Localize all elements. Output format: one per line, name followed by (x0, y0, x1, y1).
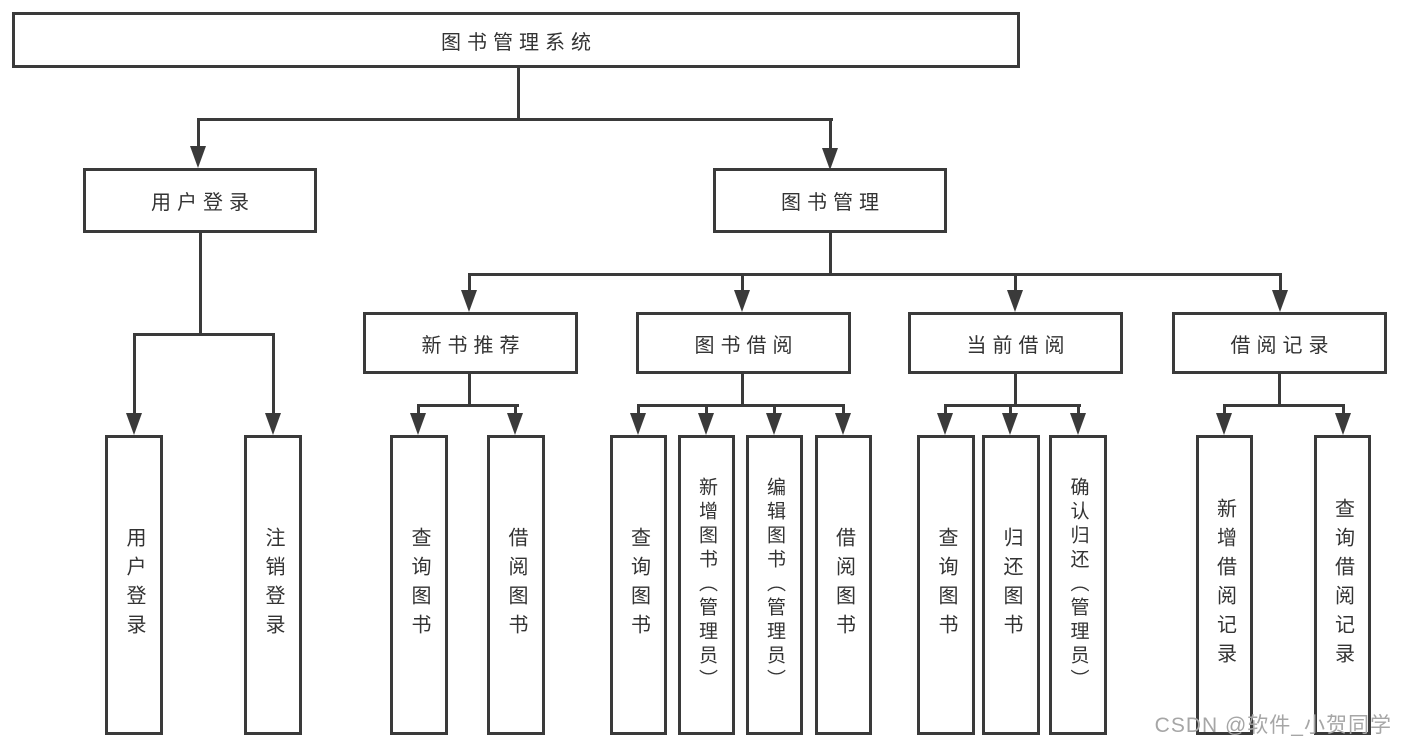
node-label: 图书借阅 (694, 334, 799, 357)
connector-line (1223, 404, 1345, 407)
leaf-label: 归还图书 (1000, 527, 1022, 643)
connector-line (773, 407, 776, 415)
connector-line (1279, 276, 1282, 292)
leaf-label: 查询借阅记录 (1331, 498, 1354, 672)
connector-line (197, 118, 833, 121)
connector-line (1278, 374, 1281, 407)
connector-arrow (1070, 413, 1086, 435)
node-label: 当前借阅 (966, 334, 1071, 357)
connector-line (468, 276, 471, 292)
connector-line (133, 336, 136, 414)
leaf-confirm-return-admin: 确认归还（管理员） (1049, 435, 1107, 735)
connector-line (197, 121, 200, 149)
leaf-query-books-borrow: 查询图书 (610, 435, 667, 735)
connector-line (1014, 374, 1017, 407)
connector-arrow (630, 413, 646, 435)
leaf-label: 注销登录 (262, 527, 284, 643)
connector-line (741, 374, 744, 407)
leaf-return-books: 归还图书 (982, 435, 1040, 735)
connector-line (829, 233, 832, 276)
connector-line (1009, 407, 1012, 415)
connector-line (517, 68, 520, 121)
connector-line (741, 276, 744, 292)
connector-line (514, 407, 517, 415)
node-label: 新书推荐 (421, 334, 526, 357)
leaf-logout: 注销登录 (244, 435, 302, 735)
connector-arrow (822, 148, 838, 170)
connector-line (1014, 276, 1017, 292)
leaf-borrow-books-recommend: 借阅图书 (487, 435, 545, 735)
leaf-label: 借阅图书 (505, 527, 527, 643)
connector-arrow (835, 413, 851, 435)
connector-line (1342, 407, 1345, 415)
leaf-borrow-books: 借阅图书 (815, 435, 872, 735)
connector-line (1223, 407, 1226, 415)
node-user-login: 用户登录 (83, 168, 317, 233)
leaf-label: 借阅图书 (832, 527, 855, 643)
connector-line (842, 407, 845, 415)
node-label: 用户登录 (151, 192, 255, 214)
watermark: CSDN @软件_小贺同学 (1154, 714, 1392, 737)
connector-arrow (1335, 413, 1351, 435)
leaf-label: 新增图书（管理员） (696, 477, 717, 693)
connector-line (272, 336, 275, 414)
connector-line (944, 404, 1081, 407)
leaf-user-login: 用户登录 (105, 435, 163, 735)
leaf-label: 查询图书 (627, 527, 650, 643)
leaf-label: 用户登录 (123, 527, 145, 643)
leaf-query-borrow-record: 查询借阅记录 (1314, 435, 1371, 735)
connector-line (829, 121, 832, 149)
connector-arrow (698, 413, 714, 435)
connector-line (944, 407, 947, 415)
node-label: 图书管理 (781, 192, 885, 214)
leaf-label: 查询图书 (408, 527, 430, 643)
connector-arrow (766, 413, 782, 435)
node-current-borrow: 当前借阅 (908, 312, 1123, 374)
leaf-query-books-recommend: 查询图书 (390, 435, 448, 735)
leaf-label: 查询图书 (935, 527, 957, 643)
node-book-borrow: 图书借阅 (636, 312, 851, 374)
connector-arrow (1002, 413, 1018, 435)
connector-arrow (937, 413, 953, 435)
node-library-system: 图书管理系统 (12, 12, 1020, 68)
connector-arrow (1007, 290, 1023, 312)
leaf-label: 确认归还（管理员） (1067, 477, 1089, 693)
connector-line (637, 407, 640, 415)
connector-line (468, 374, 471, 407)
node-new-book-recommend: 新书推荐 (363, 312, 578, 374)
connector-arrow (1272, 290, 1288, 312)
connector-line (417, 407, 420, 415)
connector-arrow (190, 146, 206, 168)
connector-line (1077, 407, 1080, 415)
leaf-query-books-current: 查询图书 (917, 435, 975, 735)
connector-arrow (734, 290, 750, 312)
leaf-label: 新增借阅记录 (1213, 498, 1236, 672)
leaf-edit-book-admin: 编辑图书（管理员） (746, 435, 803, 735)
connector-line (417, 404, 519, 407)
connector-line (133, 333, 275, 336)
connector-arrow (410, 413, 426, 435)
node-label: 图书管理系统 (441, 31, 597, 54)
connector-arrow (461, 290, 477, 312)
leaf-add-book-admin: 新增图书（管理员） (678, 435, 735, 735)
node-borrow-records: 借阅记录 (1172, 312, 1387, 374)
connector-line (705, 407, 708, 415)
connector-line (468, 273, 1282, 276)
node-book-management: 图书管理 (713, 168, 947, 233)
leaf-add-borrow-record: 新增借阅记录 (1196, 435, 1253, 735)
node-label: 借阅记录 (1230, 334, 1335, 357)
connector-line (199, 233, 202, 336)
connector-line (637, 404, 845, 407)
connector-arrow (1216, 413, 1232, 435)
leaf-label: 编辑图书（管理员） (764, 477, 785, 693)
connector-arrow (507, 413, 523, 435)
connector-arrow (265, 413, 281, 435)
connector-arrow (126, 413, 142, 435)
